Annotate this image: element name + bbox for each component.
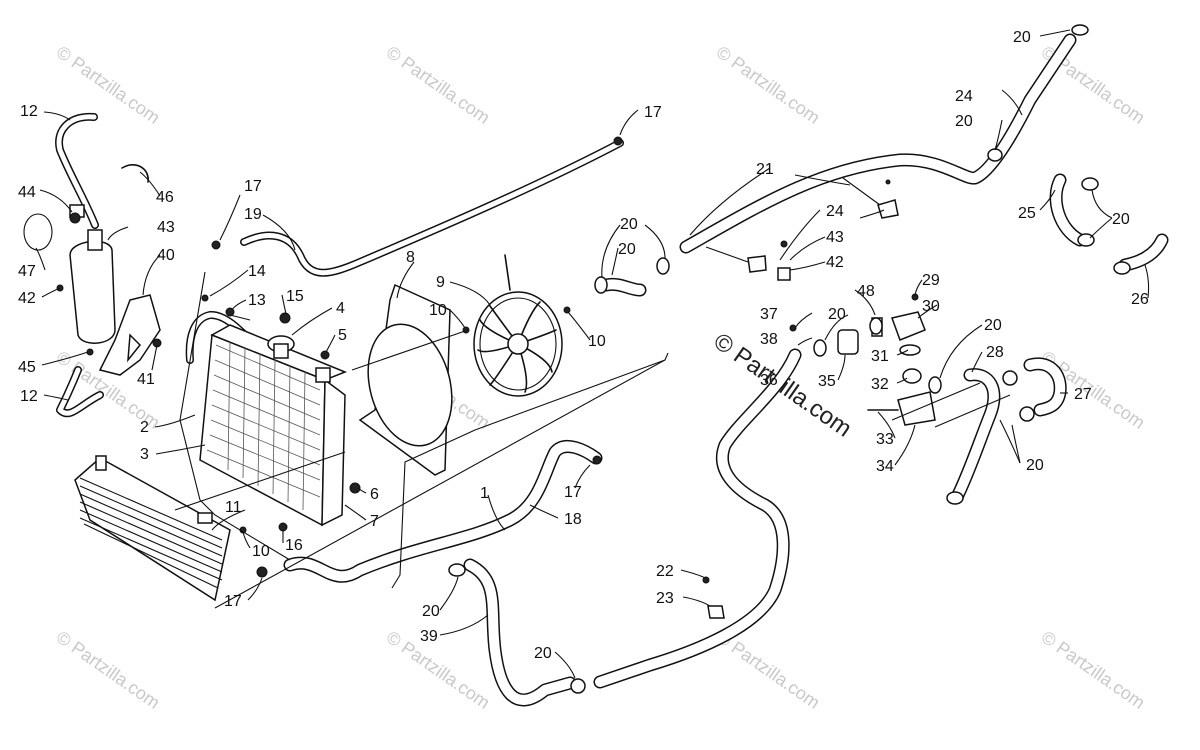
callout-labels: 1 2 3 4 5 6 7 8 9 10 10 10 11 12 12 13 1… <box>18 29 1149 662</box>
hose-27 <box>1118 233 1169 272</box>
callout-label: 46 <box>156 189 174 206</box>
callout-label: 37 <box>760 306 778 323</box>
callout-label: 3 <box>140 446 149 463</box>
watermark: © Partzilla.com <box>53 42 164 128</box>
callout-label: 1 <box>480 485 489 502</box>
callout-label: 33 <box>876 431 894 448</box>
watermark: © Partzilla.com <box>53 627 164 713</box>
reference-lines <box>174 177 1011 609</box>
cooling-fan <box>473 254 563 397</box>
clamp-48 <box>23 213 53 251</box>
callout-label: 41 <box>137 371 155 388</box>
callout-label: 39 <box>420 628 438 645</box>
callout-label: 12 <box>20 103 38 120</box>
main-coolant-hose <box>593 33 1077 689</box>
bracket-24 <box>707 199 899 619</box>
callout-label: 20 <box>828 306 846 323</box>
callout-label: 11 <box>225 499 242 516</box>
callout-label: 32 <box>871 376 889 393</box>
fan-shroud <box>358 283 453 476</box>
callout-label: 8 <box>406 249 415 266</box>
callout-label: 34 <box>876 458 894 475</box>
callout-label: 30 <box>922 298 940 315</box>
callout-label: 29 <box>922 272 940 289</box>
callout-label: 24 <box>826 203 844 220</box>
thermostat-housing <box>837 311 936 426</box>
callout-label: 45 <box>18 359 36 376</box>
callout-label: 17 <box>564 484 582 501</box>
watermark: © Partzilla.com <box>713 42 824 128</box>
callout-label: 31 <box>871 348 889 365</box>
callout-label: 20 <box>984 317 1002 334</box>
callout-label: 17 <box>644 104 662 121</box>
clamp-47 <box>121 164 149 183</box>
callout-label: 20 <box>620 216 638 233</box>
watermark: © Partzilla.com <box>1038 627 1149 713</box>
callout-label: 28 <box>986 344 1004 361</box>
callout-label: 27 <box>1074 386 1092 403</box>
tube-12 <box>55 112 104 418</box>
tube-19 <box>240 139 624 277</box>
callout-label: 4 <box>336 300 345 317</box>
callout-label: 25 <box>1018 205 1036 222</box>
callout-label: 20 <box>955 113 973 130</box>
callout-label: 40 <box>157 247 175 264</box>
callout-label: 18 <box>564 511 582 528</box>
callout-label: 15 <box>286 288 304 305</box>
hose-18 <box>283 440 603 583</box>
callout-label: 20 <box>618 241 636 258</box>
callout-label: 9 <box>436 274 445 291</box>
callout-label: 13 <box>248 292 266 309</box>
callout-label: 38 <box>760 331 778 348</box>
leader-lines <box>35 29 1150 679</box>
hose-28 <box>1023 357 1067 417</box>
hose-29 <box>951 368 1001 502</box>
callout-label: 12 <box>20 388 38 405</box>
callout-label: 20 <box>1026 457 1044 474</box>
watermark: © Partzilla.com <box>383 627 494 713</box>
callout-label: 26 <box>1131 291 1149 308</box>
callout-label: 10 <box>429 302 447 319</box>
radiator <box>199 324 348 527</box>
hose-clamps <box>448 24 1131 694</box>
callout-label: 20 <box>422 603 440 620</box>
callout-label: 7 <box>370 513 379 530</box>
callout-label: 21 <box>756 161 774 178</box>
callout-label: 43 <box>826 229 844 246</box>
callout-label: 47 <box>18 263 36 280</box>
callout-label: 19 <box>244 206 262 223</box>
coolant-reservoir <box>69 204 161 376</box>
callout-label: 6 <box>370 486 379 503</box>
callout-label: 10 <box>252 543 270 560</box>
callout-label: 44 <box>18 184 36 201</box>
callout-label: 35 <box>818 373 836 390</box>
callout-label: 5 <box>338 327 347 344</box>
callout-label: 16 <box>285 537 303 554</box>
callout-label: 24 <box>955 88 973 105</box>
hose-26 <box>1049 173 1087 247</box>
callout-label: 23 <box>656 590 674 607</box>
callout-label: 20 <box>1013 29 1031 46</box>
callout-label: 42 <box>18 290 36 307</box>
callout-label: 42 <box>826 254 844 271</box>
callout-label: 20 <box>1112 211 1130 228</box>
callout-label: 22 <box>656 563 674 580</box>
watermark: © Partzilla.com <box>383 42 494 128</box>
callout-label: 2 <box>140 419 149 436</box>
callout-label: 36 <box>760 372 778 389</box>
callout-label: 10 <box>588 333 606 350</box>
callout-label: 48 <box>857 283 875 300</box>
callout-label: 17 <box>244 178 262 195</box>
hose-21 <box>599 277 647 297</box>
oil-cooler <box>74 455 231 602</box>
callout-label: 43 <box>157 219 175 236</box>
lower-hose-40 <box>463 558 577 707</box>
callout-label: 20 <box>534 645 552 662</box>
fasteners <box>56 136 919 584</box>
callout-label: 17 <box>224 593 242 610</box>
callout-label: 14 <box>248 263 266 280</box>
